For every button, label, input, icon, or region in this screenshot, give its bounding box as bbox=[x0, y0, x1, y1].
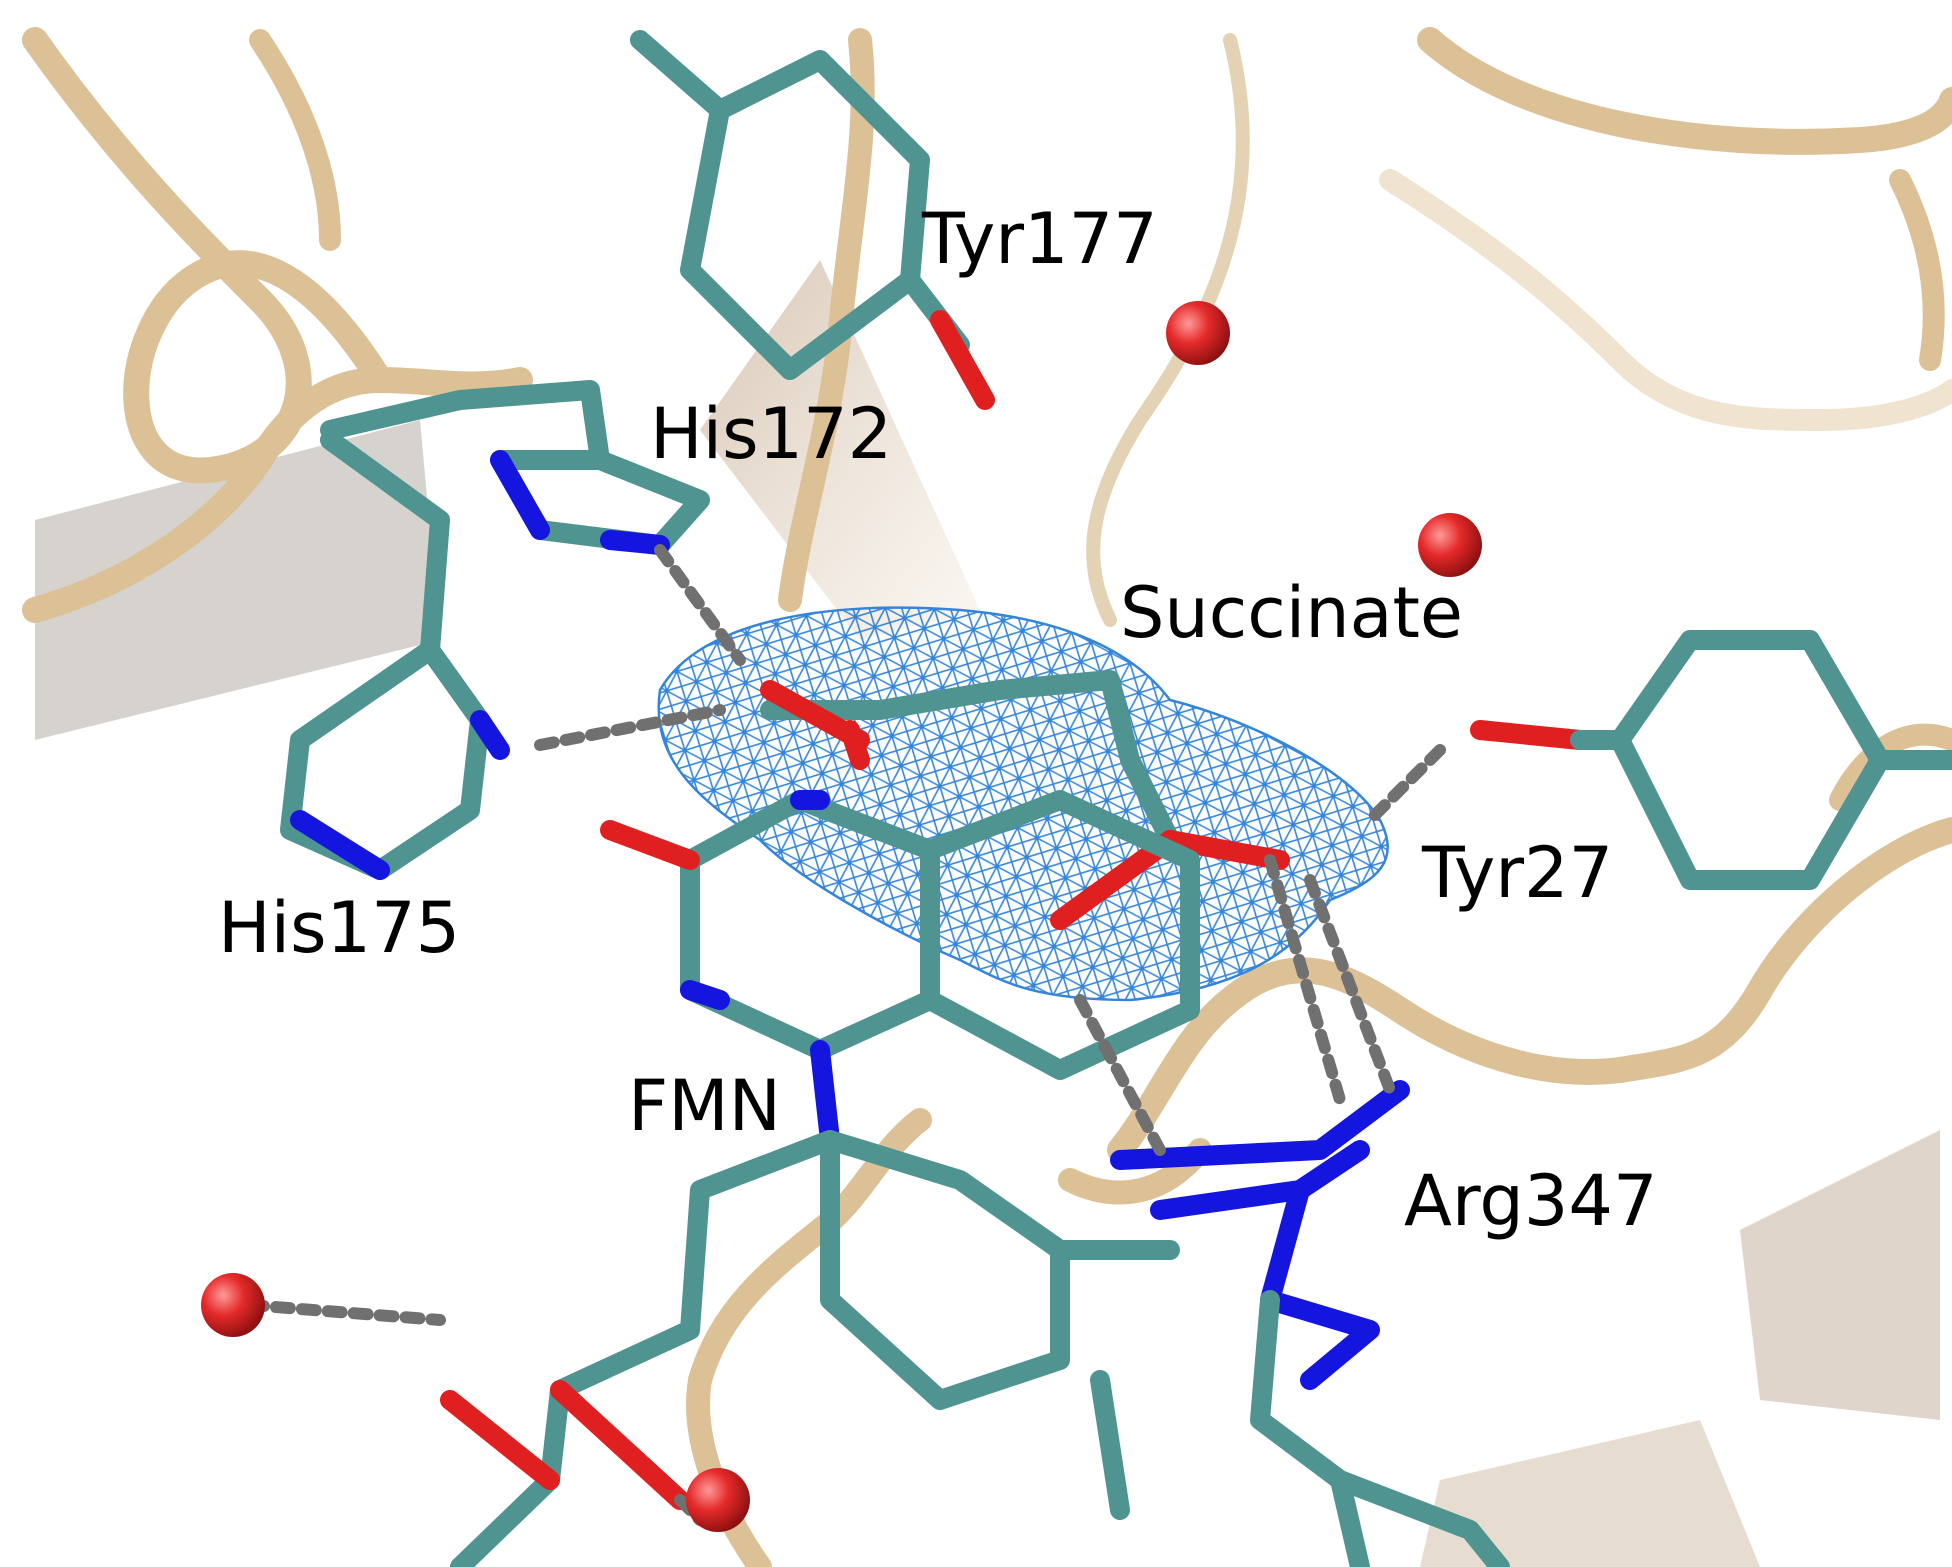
succinate-molecule bbox=[760, 670, 1290, 930]
arg347-residue bbox=[1110, 1080, 1510, 1567]
beta-sheet-shadow-right bbox=[1740, 1130, 1940, 1420]
label-arg347: Arg347 bbox=[1404, 1160, 1657, 1242]
beta-sheet-shadow-left bbox=[35, 420, 440, 740]
water-molecules bbox=[201, 301, 1482, 1532]
water-sphere bbox=[1418, 513, 1482, 577]
fmn-molecule bbox=[440, 790, 1200, 1567]
water-sphere bbox=[1166, 301, 1230, 365]
label-fmn: FMN bbox=[628, 1065, 781, 1147]
residue-labels: Tyr177 His172 Succinate Tyr27 His175 FMN… bbox=[218, 198, 1657, 1242]
tyr177-residue bbox=[630, 30, 995, 410]
his175-residue bbox=[280, 430, 510, 880]
label-his175: His175 bbox=[218, 887, 460, 969]
label-succinate: Succinate bbox=[1120, 572, 1463, 654]
beta-sheet-shadow-bottom bbox=[1420, 1420, 1760, 1567]
water-sphere bbox=[686, 1468, 750, 1532]
his172-residue bbox=[320, 380, 710, 555]
tyr27-residue bbox=[1470, 630, 1952, 890]
label-his172: His172 bbox=[650, 393, 892, 475]
label-tyr27: Tyr27 bbox=[1421, 832, 1613, 914]
label-tyr177: Tyr177 bbox=[921, 198, 1158, 280]
stick-models bbox=[280, 30, 1952, 1567]
water-sphere bbox=[201, 1273, 265, 1337]
